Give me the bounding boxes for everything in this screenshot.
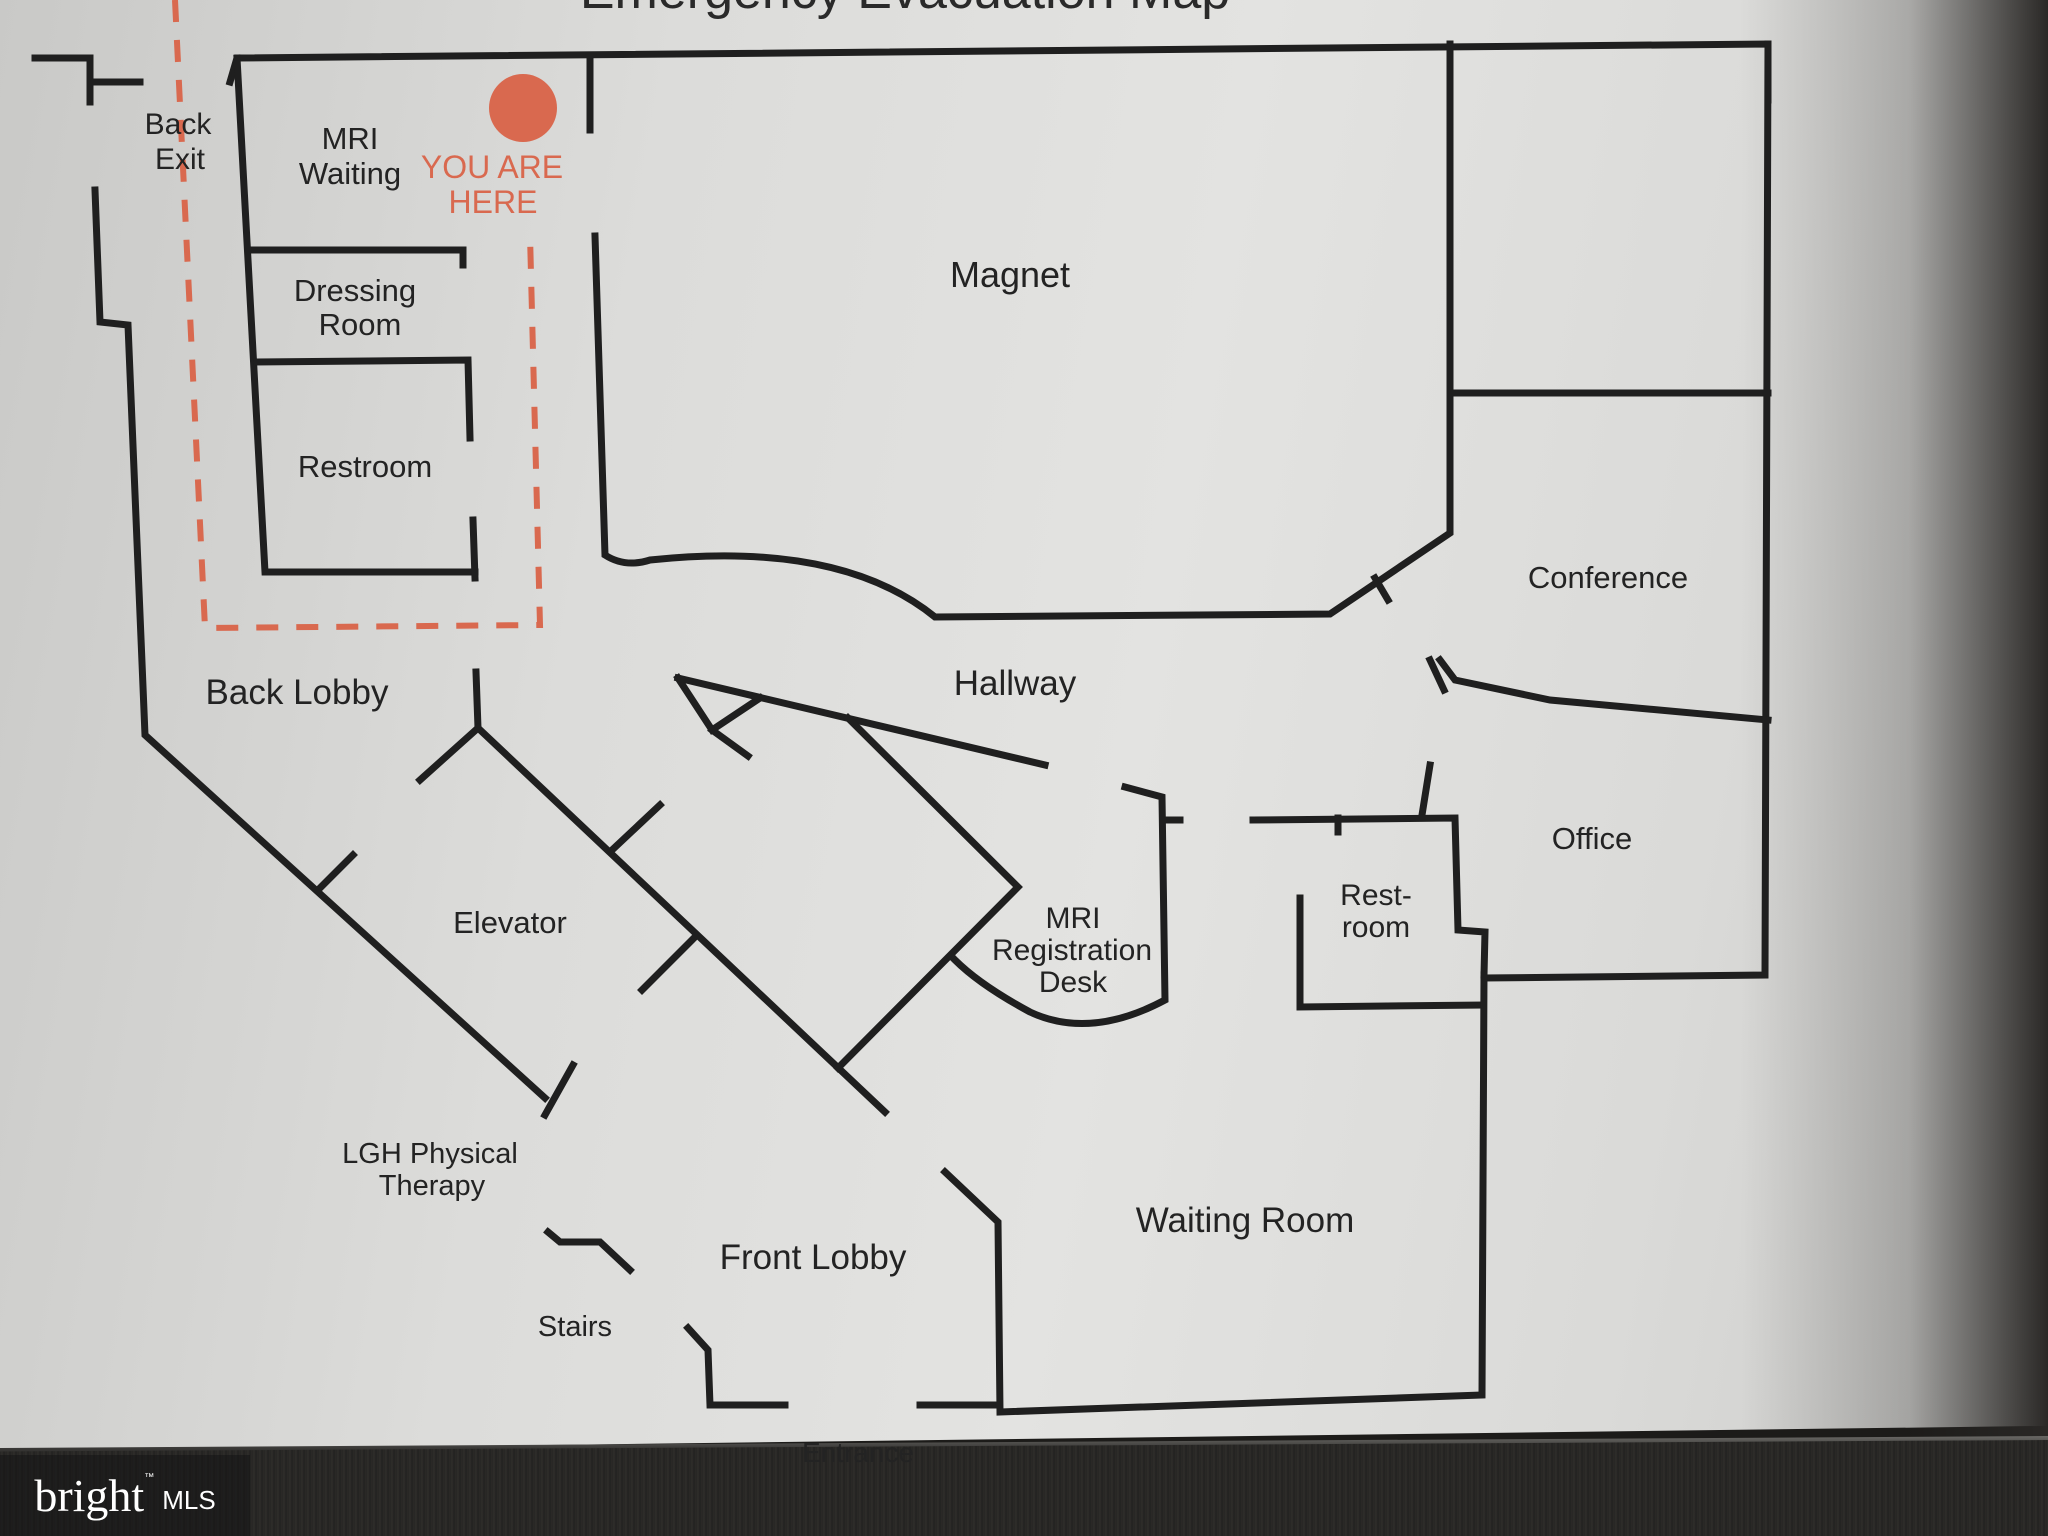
watermark-suffix: MLS: [162, 1485, 216, 1515]
small-restroom-side: [1296, 894, 1486, 1011]
label-office: Office: [1552, 821, 1632, 856]
label-small-restroom-1: Rest-: [1340, 879, 1412, 912]
small-restroom-wall: [1249, 814, 1489, 979]
left-outer-wall: [91, 186, 550, 1103]
elevator-left-door: [313, 850, 358, 895]
label-conference: Conference: [1528, 560, 1688, 595]
label-lgh-pt-2: Therapy: [379, 1170, 486, 1202]
watermark-brand: bright: [34, 1470, 145, 1521]
label-you-are-here-2: HERE: [449, 184, 538, 220]
mri-wing-left-wall: [233, 54, 479, 576]
label-back-exit-1: Back: [145, 108, 213, 141]
label-registration-2: Registration: [992, 934, 1152, 967]
label-mri-waiting-2: Waiting: [299, 156, 401, 191]
elevator-lower-door: [540, 1060, 578, 1120]
label-magnet: Magnet: [950, 254, 1070, 295]
mri-wing-outer-wall: [225, 40, 1772, 104]
registration-desk: [950, 782, 1169, 1027]
label-small-restroom-2: room: [1342, 911, 1410, 944]
stairs-wall-lower: [683, 1323, 789, 1409]
waiting-room-right-wall: [940, 971, 1488, 1416]
dressing-room-top: [249, 246, 467, 269]
label-hallway: Hallway: [954, 664, 1077, 703]
label-mri-waiting-1: MRI: [322, 121, 379, 156]
magnet-room-wall: [591, 40, 1454, 621]
center-block-inner: [707, 725, 753, 761]
label-restroom: Restroom: [298, 449, 432, 484]
restroom-right-wall: [469, 516, 479, 582]
label-registration-1: MRI: [1046, 902, 1101, 935]
frame-bar: [0, 1440, 2048, 1536]
magnet-door: [1370, 573, 1393, 605]
stairs-wall-upper: [543, 1227, 635, 1275]
back-lobby-divider: [472, 668, 482, 732]
center-block-wall: [833, 713, 1023, 1073]
label-registration-3: Desk: [1039, 966, 1108, 999]
label-elevator: Elevator: [453, 905, 567, 940]
right-outer-wall: [1482, 40, 1772, 982]
label-front-lobby: Front Lobby: [720, 1238, 907, 1277]
map-title: Emergency Evacuation Map: [580, 0, 1230, 20]
office-door: [1417, 760, 1435, 820]
dressing-room-bottom: [253, 356, 474, 442]
you-are-here-marker: [489, 74, 557, 142]
frame-shadow: [1740, 0, 2048, 1452]
label-stairs: Stairs: [538, 1311, 612, 1343]
watermark-trademark: ™: [144, 1472, 155, 1483]
conference-door: [1425, 655, 1449, 695]
label-dressing-room-1: Dressing: [294, 273, 416, 308]
exit-wall-top: [31, 54, 94, 106]
label-back-exit-2: Exit: [155, 143, 206, 176]
label-waiting-room: Waiting Room: [1136, 1201, 1355, 1240]
conference-bottom-wall: [1435, 655, 1772, 724]
elevator-mid-door-1: [607, 800, 665, 855]
paper-sheet: [0, 0, 2048, 1452]
label-dressing-room-2: Room: [319, 307, 402, 342]
elevator-mid-door-2: [637, 932, 700, 995]
label-back-lobby: Back Lobby: [206, 673, 389, 712]
elevator-upper-wall: [415, 723, 890, 1117]
hallway-upper-wall: [673, 673, 1050, 770]
label-lgh-pt-1: LGH Physical: [342, 1138, 518, 1170]
label-entrance: Entrance: [802, 1437, 914, 1468]
label-you-are-here-1: YOU ARE: [421, 149, 563, 185]
